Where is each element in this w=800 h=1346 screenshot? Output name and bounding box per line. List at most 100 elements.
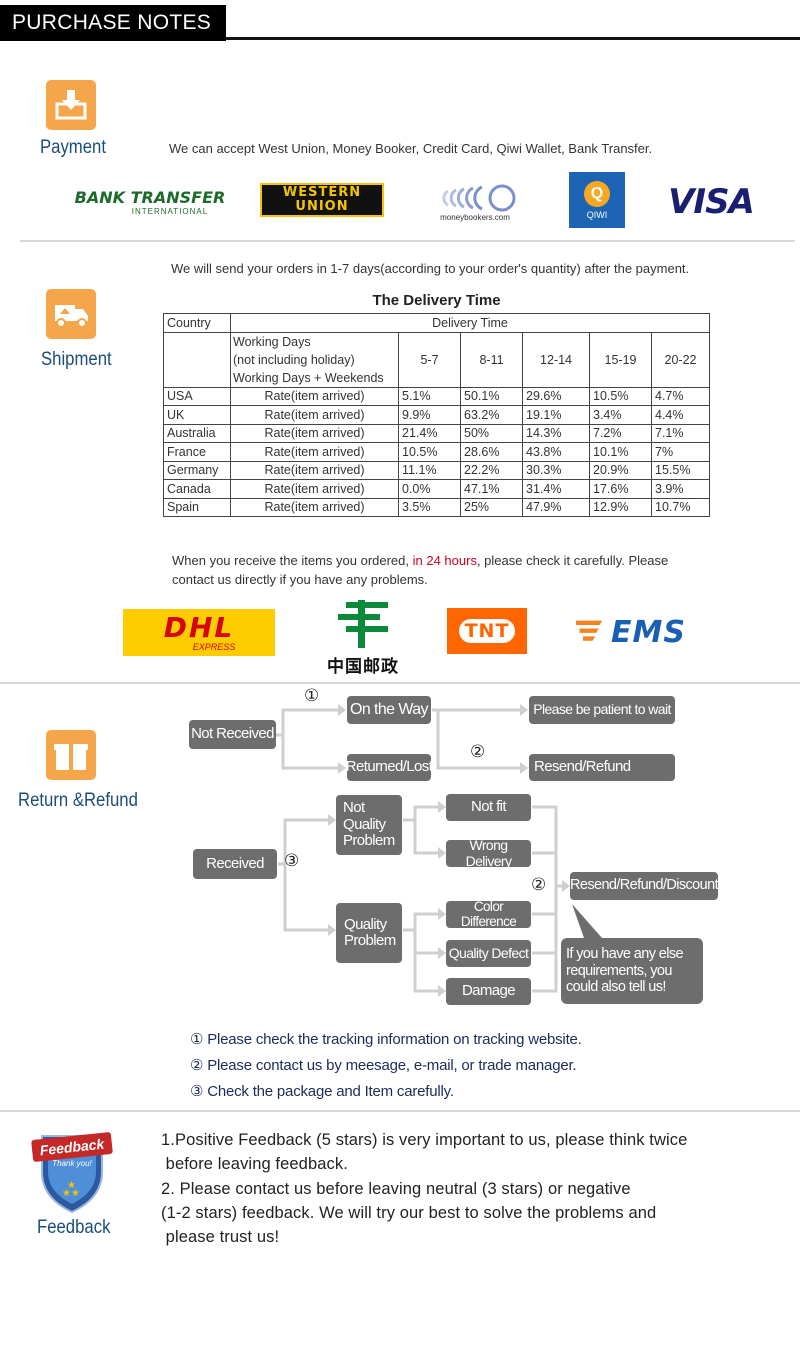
rate-value-cell: 25%: [460, 497, 523, 517]
tracking-note: ① Please check the tracking information …: [190, 1031, 582, 1048]
return-refund-label: Return &Refund: [18, 790, 138, 811]
payment-methods-text: We can accept West Union, Money Booker, …: [169, 141, 653, 156]
rate-value-cell: 50%: [460, 423, 523, 443]
rate-value-cell: 7.2%: [589, 423, 652, 443]
node-color-difference: Color Difference: [446, 899, 531, 928]
rate-value-cell: 7.1%: [651, 423, 710, 443]
feedback-badge: ★★ ★ Feedback Thank you!: [30, 1126, 114, 1216]
svg-text:★★: ★★: [62, 1188, 80, 1199]
tnt-logo: TNT: [447, 608, 527, 654]
node-not-fit: Not fit: [446, 794, 531, 821]
range-header: 5-7: [398, 331, 461, 388]
rate-label-cell: Rate(item arrived): [230, 423, 399, 443]
country-cell: Spain: [163, 497, 231, 517]
working-days-cell: Working Days (not including holiday) Wor…: [230, 331, 399, 388]
rate-label-cell: Rate(item arrived): [230, 497, 399, 517]
rate-value-cell: 20.9%: [589, 460, 652, 480]
visa-logo: VISA: [668, 182, 755, 222]
rate-value-cell: 19.1%: [522, 405, 590, 425]
rate-value-cell: 7%: [651, 442, 710, 462]
rate-value-cell: 10.7%: [651, 497, 710, 517]
payment-label: Payment: [40, 137, 106, 158]
marker-2: ②: [470, 742, 486, 761]
node-be-patient: Please be patient to wait: [529, 696, 675, 724]
rate-label-cell: Rate(item arrived): [230, 442, 399, 462]
contact-note: ② Please contact us by meesage, e-mail, …: [190, 1057, 577, 1074]
receive-note: When you receive the items you ordered, …: [172, 553, 669, 568]
node-not-received: Not Received: [189, 720, 276, 749]
rate-value-cell: 12.9%: [589, 497, 652, 517]
note-highlight: in 24 hours: [412, 553, 477, 568]
western-union-logo: WESTERN UNION: [260, 183, 384, 217]
table-title: The Delivery Time: [372, 292, 501, 309]
rate-value-cell: 15.5%: [651, 460, 710, 480]
node-quality-defect: Quality Defect: [446, 940, 531, 967]
dhl-logo: DHL EXPRESS: [123, 609, 275, 656]
feedback-line: (1-2 stars) feedback. We will try our be…: [161, 1204, 657, 1222]
node-not-quality-problem: Not Quality Problem: [336, 795, 402, 855]
marker-1: ①: [304, 686, 320, 705]
country-cell: Germany: [163, 460, 231, 480]
rate-value-cell: 3.5%: [398, 497, 461, 517]
node-quality-problem: Quality Problem: [336, 903, 402, 963]
rate-value-cell: 43.8%: [522, 442, 590, 462]
range-header: 20-22: [651, 331, 710, 388]
rate-label-cell: Rate(item arrived): [230, 386, 399, 406]
rate-value-cell: 10.5%: [589, 386, 652, 406]
node-other-requirements: If you have any else requirements, you c…: [561, 938, 703, 1004]
gift-box-icon: [46, 730, 96, 780]
feedback-label: Feedback: [37, 1217, 111, 1238]
node-resend-refund-discount: Resend/Refund/Discount: [570, 872, 719, 900]
rate-value-cell: 9.9%: [398, 405, 461, 425]
rate-value-cell: 10.5%: [398, 442, 461, 462]
rate-value-cell: 30.3%: [522, 460, 590, 480]
rate-label-cell: Rate(item arrived): [230, 479, 399, 499]
section-divider: [0, 682, 800, 684]
feedback-line: please trust us!: [161, 1228, 280, 1246]
check-package-note: ③ Check the package and Item carefully.: [190, 1083, 454, 1100]
node-on-the-way: On the Way: [347, 696, 431, 724]
rate-value-cell: 5.1%: [398, 386, 461, 406]
range-header: 12-14: [522, 331, 590, 388]
marker-3: ③: [284, 851, 300, 870]
shipping-intro-text: We will send your orders in 1-7 days(acc…: [171, 261, 690, 276]
header-rule: [226, 37, 800, 40]
moneybookers-logo: moneybookers.com: [428, 178, 522, 226]
rate-value-cell: 11.1%: [398, 460, 461, 480]
feedback-line: 1.Positive Feedback (5 stars) is very im…: [161, 1131, 688, 1149]
node-resend-refund: Resend/Refund: [529, 754, 675, 781]
rate-value-cell: 17.6%: [589, 479, 652, 499]
country-cell: Canada: [163, 479, 231, 499]
country-cell: Australia: [163, 423, 231, 443]
rate-value-cell: 4.4%: [651, 405, 710, 425]
delivery-time-table: Country Delivery Time Working Days (not …: [163, 313, 710, 517]
node-received: Received: [193, 849, 277, 879]
section-divider: [0, 1110, 800, 1112]
rate-value-cell: 3.9%: [651, 479, 710, 499]
qiwi-logo: Q QIWI: [569, 172, 625, 228]
rate-value-cell: 47.1%: [460, 479, 523, 499]
rate-label-cell: Rate(item arrived): [230, 460, 399, 480]
range-header: 15-19: [589, 331, 652, 388]
rate-value-cell: 31.4%: [522, 479, 590, 499]
range-header: 8-11: [460, 331, 523, 388]
rate-value-cell: 22.2%: [460, 460, 523, 480]
rate-value-cell: 14.3%: [522, 423, 590, 443]
receive-note-line2: contact us directly if you have any prob…: [172, 572, 428, 587]
country-cell: USA: [163, 386, 231, 406]
section-divider: [20, 240, 795, 242]
rate-value-cell: 21.4%: [398, 423, 461, 443]
country-cell: UK: [163, 405, 231, 425]
rate-label-cell: Rate(item arrived): [230, 405, 399, 425]
node-returned-lost: Returned/Lost: [346, 754, 433, 781]
rate-value-cell: 63.2%: [460, 405, 523, 425]
delivery-truck-icon: [46, 289, 96, 339]
rate-value-cell: 28.6%: [460, 442, 523, 462]
svg-text:★: ★: [67, 1180, 76, 1191]
